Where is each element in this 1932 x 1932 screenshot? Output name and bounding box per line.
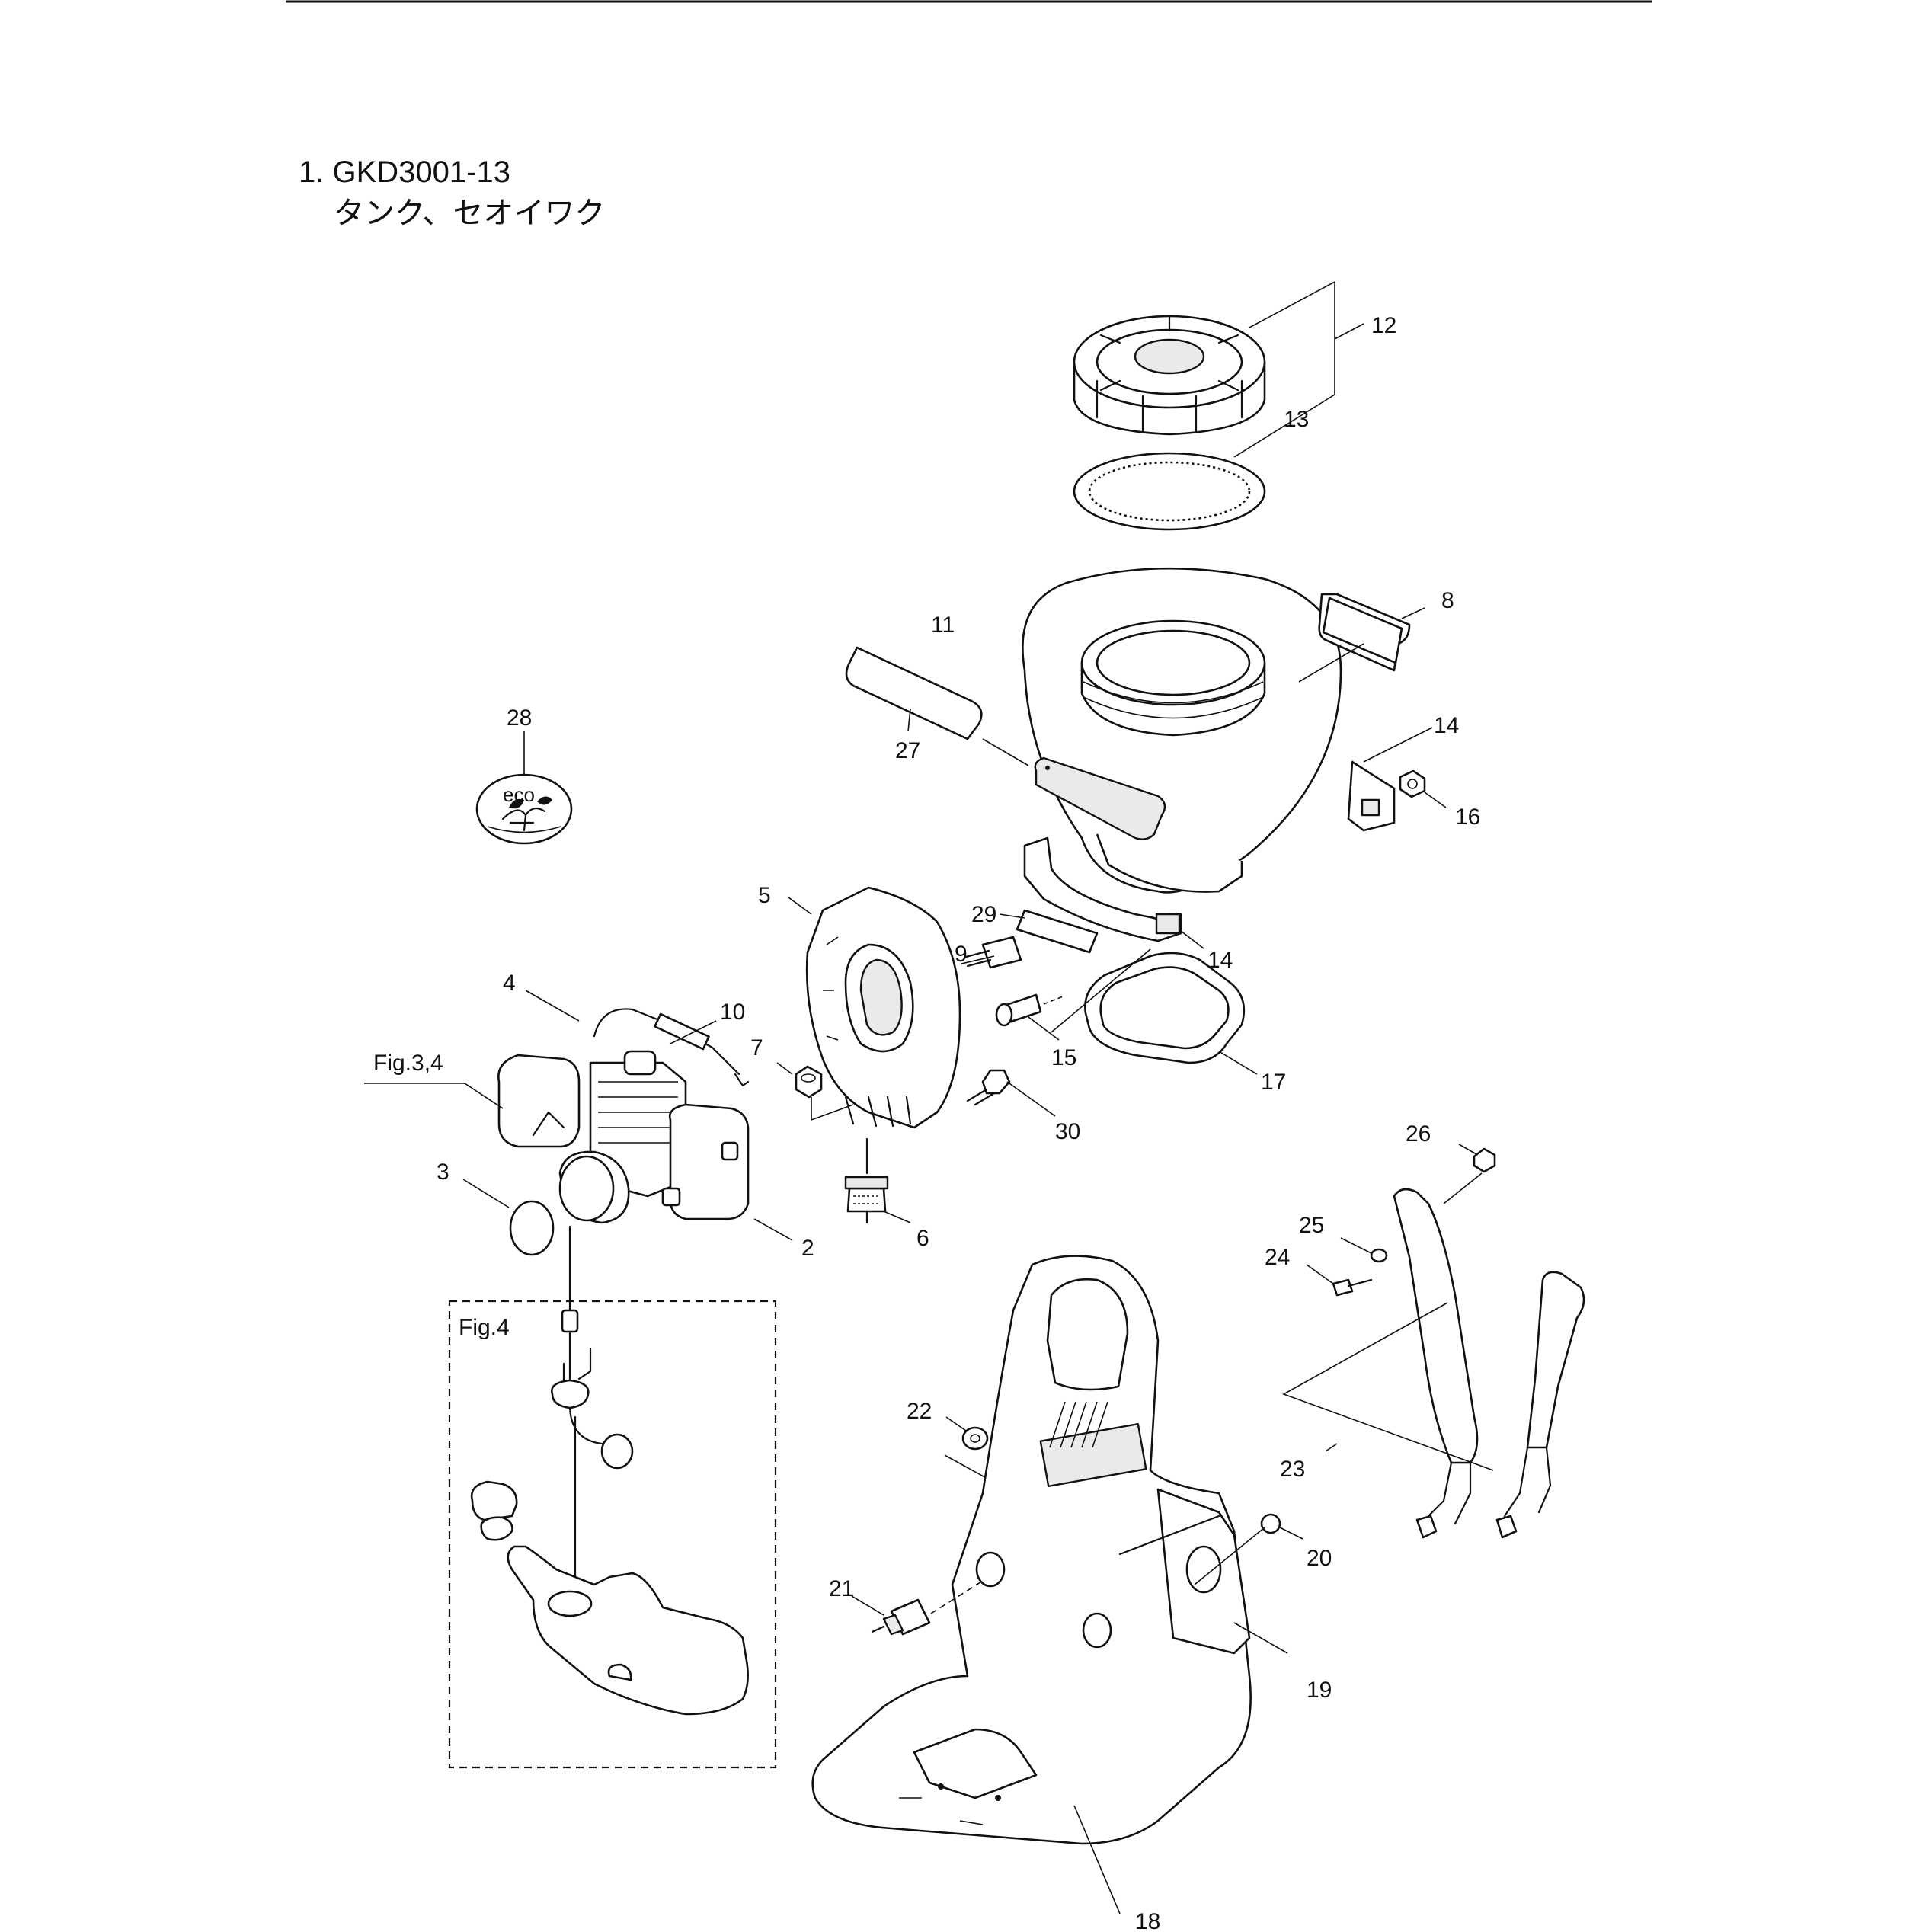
part-8-label (1298, 593, 1425, 683)
callout-28: 28 (507, 705, 532, 731)
callout-4: 4 (503, 971, 516, 996)
fig-4-reference: Fig.4 (459, 1315, 510, 1340)
part-9-bolt (921, 936, 1022, 980)
callout-16: 16 (1455, 804, 1480, 830)
fuel-tank-assembly (470, 1225, 749, 1716)
part-7-nut (776, 1062, 854, 1121)
part-4-callout-line (525, 990, 580, 1022)
callout-24: 24 (1265, 1245, 1290, 1270)
part-24-bolt (1306, 1264, 1373, 1297)
callout-22: 22 (907, 1399, 932, 1424)
part-3-seal (462, 1179, 555, 1256)
part-12-tank-cap (1073, 315, 1266, 436)
callout-19: 19 (1307, 1678, 1332, 1703)
part-13-cap-gasket (1073, 452, 1266, 531)
callout-6: 6 (916, 1226, 929, 1251)
callout-3: 3 (437, 1160, 449, 1185)
eco-logo-text: eco (503, 783, 535, 806)
part-26-nut (1443, 1144, 1496, 1204)
part-27-decal (845, 646, 1029, 766)
callout-5: 5 (758, 883, 771, 908)
callout-10: 10 (720, 1000, 745, 1025)
part-30-bolt (966, 1069, 1056, 1117)
callout-14-upper: 14 (1434, 713, 1459, 738)
callout-27: 27 (895, 738, 920, 763)
diagram-title-name: タンク、セオイワク (334, 197, 606, 230)
callout-11: 11 (931, 613, 955, 638)
part-28-eco-logo: eco (475, 731, 573, 845)
callout-25: 25 (1299, 1213, 1324, 1238)
callout-30: 30 (1055, 1119, 1080, 1144)
callout-23: 23 (1280, 1457, 1305, 1482)
part-29-strip (999, 909, 1099, 954)
part-6-fuel-filter (844, 1137, 911, 1224)
part-20-rivet (1194, 1513, 1303, 1585)
part-10-throttle-cable (593, 1008, 750, 1087)
callout-9: 9 (955, 942, 968, 967)
fig-3-4-reference: Fig.3,4 (373, 1051, 443, 1076)
part-18-backpack-frame (811, 1255, 1252, 1914)
callout-17: 17 (1261, 1070, 1286, 1095)
callout-20: 20 (1307, 1546, 1332, 1571)
part-16-nut (1399, 769, 1447, 808)
part-15-screw (995, 993, 1064, 1041)
part-14-upper-bracket (1363, 727, 1433, 763)
callout-12: 12 (1371, 313, 1396, 338)
callout-8: 8 (1441, 588, 1454, 613)
callout-14-lower: 14 (1208, 948, 1233, 973)
callout-21: 21 (829, 1576, 854, 1601)
callout-29: 29 (971, 902, 996, 927)
part-5-fan-housing (788, 886, 961, 1129)
part-19-back-plate (1118, 1488, 1288, 1655)
engine-assembly (364, 1050, 793, 1241)
part-11-tank (1022, 567, 1396, 894)
callout-bracket-12-13 (1233, 281, 1364, 458)
callout-18: 18 (1135, 1909, 1160, 1932)
part-17-gasket (1051, 948, 1258, 1075)
part-21-grommet-bolt (851, 1580, 984, 1636)
diagram-title-code: 1. GKD3001-13 (299, 155, 510, 189)
part-23-shoulder-straps (1282, 1188, 1585, 1539)
callout-7: 7 (750, 1035, 763, 1060)
callout-13: 13 (1284, 407, 1309, 432)
callout-2: 2 (801, 1236, 814, 1261)
fig-4-dashed-box (448, 1300, 777, 1769)
callout-15: 15 (1051, 1045, 1076, 1070)
part-14-lower-bracket (1023, 836, 1204, 949)
callout-26: 26 (1406, 1121, 1431, 1147)
part-25-washer (1340, 1237, 1388, 1263)
